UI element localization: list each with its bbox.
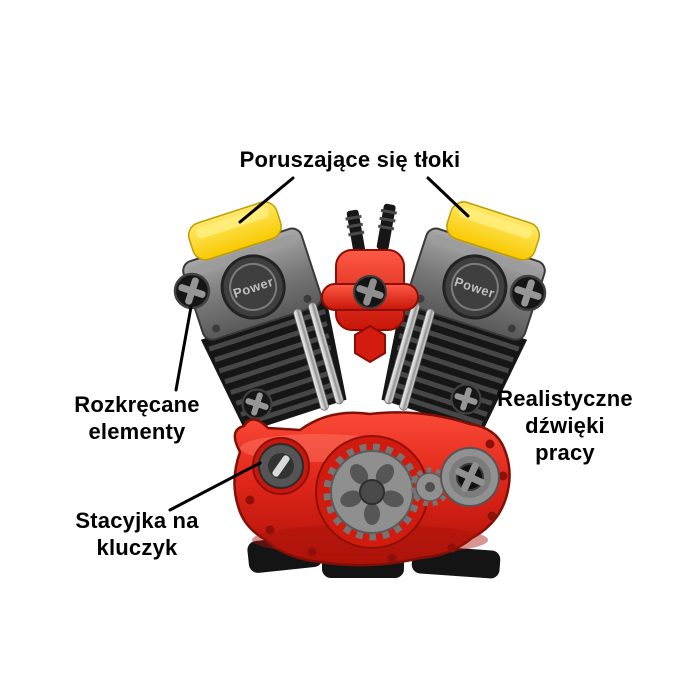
label-ignition-line2: kluczyk	[96, 535, 178, 560]
screw-top-left	[173, 272, 211, 310]
center-carburetor	[321, 203, 419, 364]
leader-line-pistons-right	[426, 176, 470, 218]
label-sounds-line1: Realistyczne	[497, 386, 633, 411]
label-sounds-line3: pracy	[535, 440, 595, 465]
screw-mid-left	[240, 387, 274, 421]
spark-plug-post-left	[345, 209, 366, 257]
key-ignition-switch	[252, 437, 310, 495]
label-sounds-line2: dźwięki	[525, 413, 605, 438]
leader-line-pistons-left	[238, 176, 295, 224]
label-unscrewable-line1: Rozkręcane	[74, 392, 200, 417]
left-pushrods	[293, 302, 344, 411]
main-gear	[315, 435, 429, 549]
side-plate-screw	[440, 447, 500, 507]
left-cylinder: Power	[164, 190, 360, 439]
label-key-ignition: Stacyjka na kluczyk	[28, 507, 246, 561]
label-realistic-sounds: Realistyczne dźwięki pracy	[456, 385, 674, 466]
center-screw-cross-icon	[356, 278, 384, 306]
key-slot	[272, 455, 290, 477]
case-bolts	[245, 439, 508, 563]
label-unscrewable-parts: Rozkręcane elementy	[28, 391, 246, 445]
label-moving-pistons: Poruszające się tłoki	[0, 146, 700, 173]
leader-line-ignition	[168, 461, 262, 512]
hex-nut	[354, 324, 386, 364]
crankcase	[233, 411, 511, 567]
leader-line-unscrewable	[174, 305, 193, 392]
label-moving-pistons-text: Poruszające się tłoki	[239, 147, 461, 172]
label-unscrewable-line2: elementy	[88, 419, 186, 444]
spark-plug-post-right	[376, 203, 398, 251]
screw-top-right	[509, 274, 547, 312]
label-ignition-line1: Stacyjka na	[75, 508, 199, 533]
right-cylinder: Power	[368, 190, 564, 439]
